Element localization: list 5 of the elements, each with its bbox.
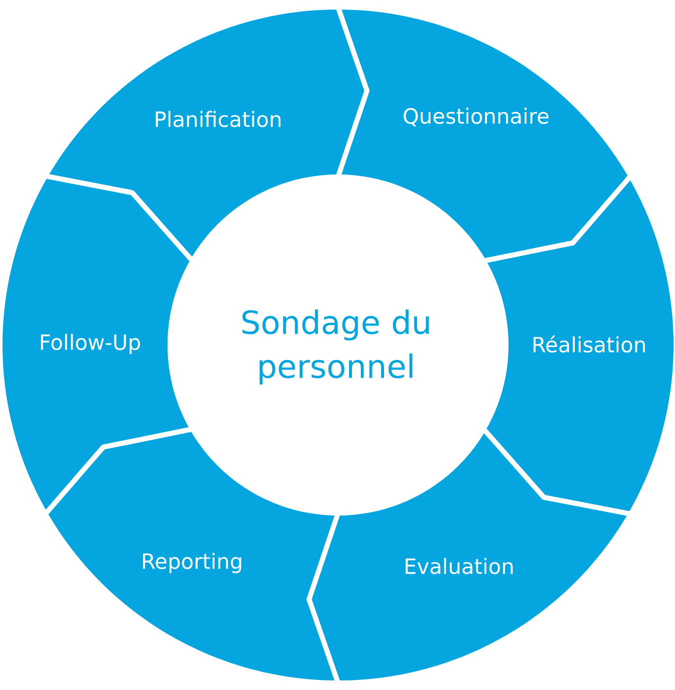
center-title: Sondage du personnel <box>242 310 429 384</box>
node-label: Réalisation <box>533 335 645 353</box>
node-label: Reporting <box>143 552 242 574</box>
node-label: Evaluation <box>406 558 513 574</box>
node-label: Questionnaire <box>404 108 548 126</box>
